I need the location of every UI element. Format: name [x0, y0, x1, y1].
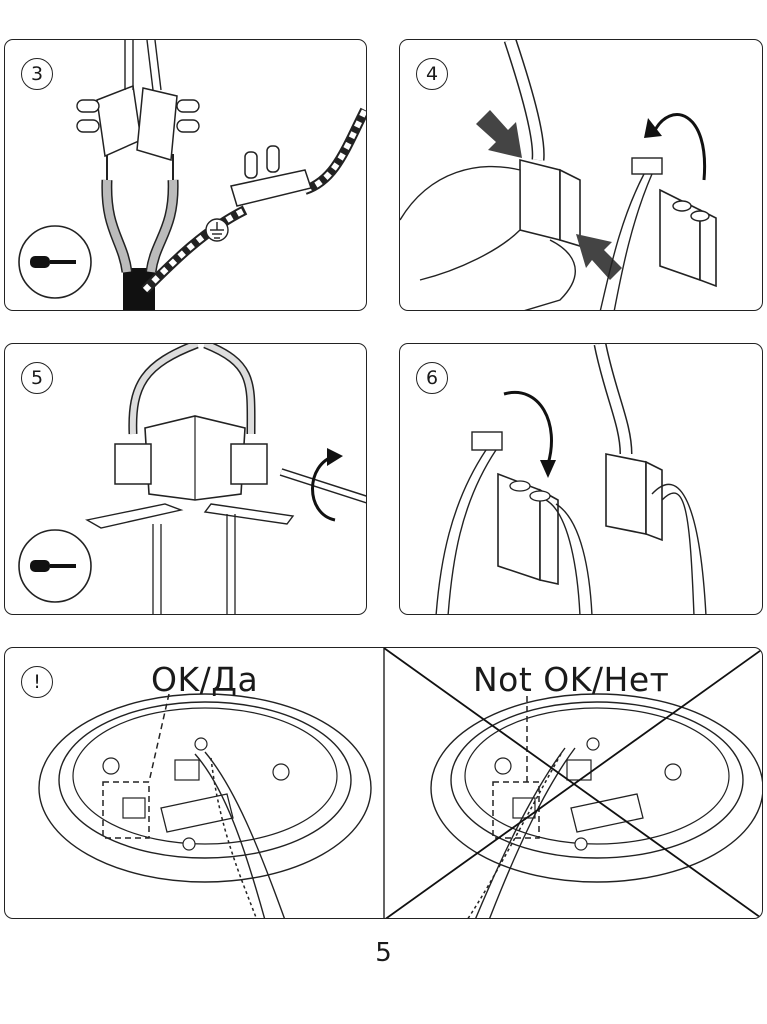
step-6-illustration	[435, 344, 707, 614]
page-number: 5	[375, 938, 392, 968]
not-ok-label: Not OK/Нет	[473, 660, 670, 699]
step-3-number: 3	[21, 58, 53, 90]
step-6-panel: 6	[399, 343, 763, 615]
step-5-panel: 5	[4, 343, 367, 615]
warning-badge: !	[21, 666, 53, 698]
screwdriver-icon	[30, 560, 76, 572]
step-5-number: 5	[21, 362, 53, 394]
step-3-panel: 3	[4, 39, 367, 311]
step-4-panel: 4	[399, 39, 763, 311]
step-4-illustration	[400, 40, 717, 310]
step-6-number: 6	[416, 362, 448, 394]
screwdriver-icon	[30, 256, 76, 268]
warning-illustration	[38, 648, 762, 918]
ok-label: OK/Да	[151, 660, 259, 699]
warning-panel: ! OK/Да Not OK/Нет	[4, 647, 763, 919]
step-3-illustration	[18, 40, 366, 310]
step-4-number: 4	[416, 58, 448, 90]
